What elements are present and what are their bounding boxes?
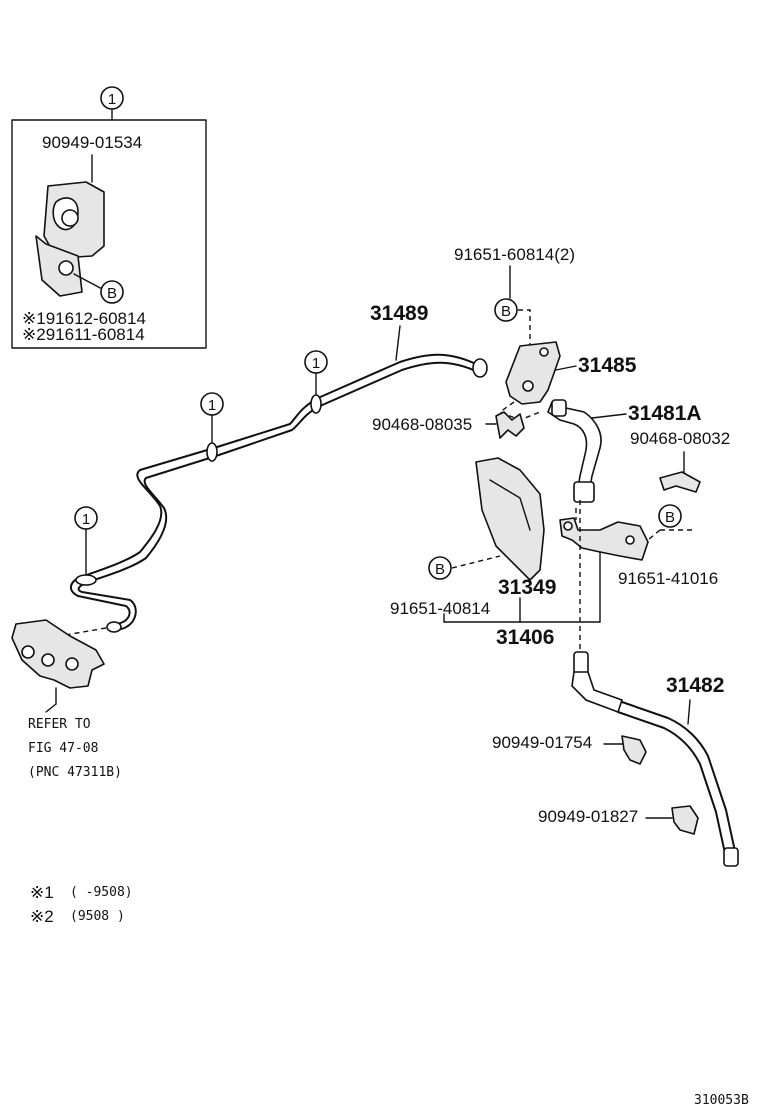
footnote1-mark: ※1 xyxy=(30,883,54,902)
callout-marker-b-left-text: B xyxy=(435,561,445,578)
label-refer-line3: (PNC 47311B) xyxy=(28,765,122,780)
footnote2-mark: ※2 xyxy=(30,907,54,926)
label-31481a: 31481A xyxy=(628,402,702,425)
label-90949-01754: 90949-01754 xyxy=(492,733,592,752)
label-90949-01827: 90949-01827 xyxy=(538,807,638,826)
callout-marker-1-b-text: 1 xyxy=(208,397,216,414)
label-refer-line2: FIG 47-08 xyxy=(28,741,98,756)
pipe-31489 xyxy=(59,353,488,637)
label-inset-note2: ※291611-60814 xyxy=(22,325,145,344)
label-refer-line1: REFER TO xyxy=(28,717,91,732)
figure-code: 310053B xyxy=(694,1093,749,1108)
footnote1-text: ( -9508) xyxy=(70,885,133,900)
label-91651-40814: 91651-40814 xyxy=(390,599,490,618)
inset-detail: 1 90949-01534 B ※191612-60814 ※291611-60… xyxy=(11,86,207,349)
pump-reference xyxy=(11,619,105,713)
callout-marker-1-a-text: 1 xyxy=(312,355,320,372)
inset-frame xyxy=(11,119,207,349)
bracket-right xyxy=(559,517,649,561)
bracket-31485 xyxy=(505,341,561,405)
callout-marker-b-right xyxy=(658,504,682,528)
shield-31349 xyxy=(475,457,545,581)
label-31482: 31482 xyxy=(666,674,724,697)
label-31406: 31406 xyxy=(496,626,554,649)
label-90468-08035: 90468-08035 xyxy=(372,415,472,434)
clamp-90468-08032 xyxy=(659,471,701,493)
label-91651-60814-2: 91651-60814(2) xyxy=(454,245,575,264)
callout-markers-1: 1 1 1 xyxy=(74,350,328,576)
hose-31482 xyxy=(571,651,739,867)
callout-marker-1-inset-text: 1 xyxy=(108,91,116,108)
clamp-90468-08035 xyxy=(495,411,525,439)
hose-31481a xyxy=(547,399,602,503)
label-31349: 31349 xyxy=(498,576,556,599)
label-31485: 31485 xyxy=(578,354,637,377)
clip-90949-01754 xyxy=(621,735,647,765)
label-90949-01534: 90949-01534 xyxy=(42,133,142,152)
callout-marker-b-inset-text: B xyxy=(107,285,117,302)
callout-marker-b-top-text: B xyxy=(501,303,511,320)
clip-90949-01827 xyxy=(671,805,699,835)
label-90468-08032: 90468-08032 xyxy=(630,429,730,448)
pipe-31489-nut xyxy=(472,358,488,378)
footnote2-text: (9508 ) xyxy=(70,909,125,924)
label-91651-41016: 91651-41016 xyxy=(618,569,718,588)
label-inset-note1: ※191612-60814 xyxy=(22,309,146,328)
callout-marker-b-right-text: B xyxy=(665,509,675,526)
callout-marker-b-left xyxy=(428,556,452,580)
callout-marker-1-c-text: 1 xyxy=(82,511,90,528)
label-31489: 31489 xyxy=(370,302,428,325)
callout-marker-b-inset xyxy=(100,280,124,304)
callout-marker-b-top xyxy=(494,298,518,322)
